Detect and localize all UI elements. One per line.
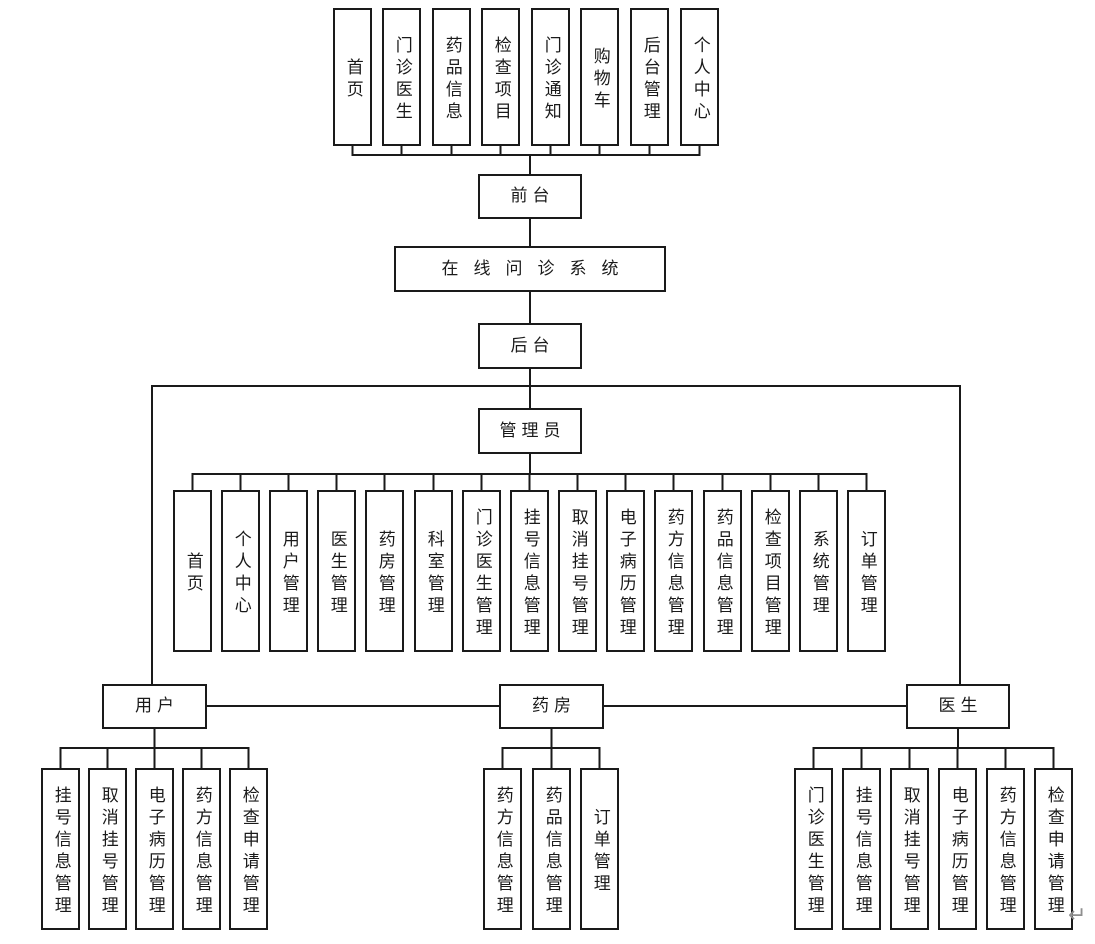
node-admin-check-item-management: 检查项目管理: [751, 490, 790, 652]
node-back: 后台: [478, 323, 582, 369]
node-label: 用户: [135, 696, 179, 717]
node-label: 检查项目管理: [760, 507, 781, 640]
node-label: 科室管理: [423, 529, 444, 618]
node-label: 后台管理: [639, 35, 660, 124]
node-label: 管理员: [499, 420, 566, 441]
node-front-shopping-cart: 购物车: [580, 8, 619, 146]
node-label: 门诊通知: [540, 35, 561, 124]
node-label: 检查项目: [490, 35, 511, 124]
node-label: 订单管理: [589, 807, 610, 896]
node-label: 药方信息管理: [663, 507, 684, 640]
node-label: 医生: [938, 696, 983, 717]
node-front-check-item: 检查项目: [481, 8, 520, 146]
node-label: 订单管理: [856, 529, 877, 618]
node-user-cancel-registration-management: 取消挂号管理: [88, 768, 127, 930]
node-system-root: 在线问诊系统: [394, 246, 666, 292]
node-label: 个人中心: [230, 529, 251, 618]
node-doctor-prescription-info-management: 药方信息管理: [986, 768, 1025, 930]
node-doctor-emr-management: 电子病历管理: [938, 768, 977, 930]
node-user-check-apply-management: 检查申请管理: [229, 768, 268, 930]
node-label: 后台: [510, 335, 555, 356]
node-admin-drug-info-management: 药品信息管理: [703, 490, 742, 652]
node-doctor-cancel-registration-management: 取消挂号管理: [890, 768, 929, 930]
node-pharmacy-drug-info-management: 药品信息管理: [532, 768, 571, 930]
node-label: 挂号信息管理: [50, 785, 71, 918]
node-user-prescription-info-management: 药方信息管理: [182, 768, 221, 930]
node-front-backend-management: 后台管理: [630, 8, 669, 146]
node-pharmacy-order-management: 订单管理: [580, 768, 619, 930]
node-label: 门诊医生管理: [471, 507, 492, 640]
node-label: 取消挂号管理: [899, 785, 920, 918]
node-label: 门诊医生管理: [803, 785, 824, 918]
node-admin: 管理员: [478, 408, 582, 454]
node-label: 首页: [182, 551, 203, 596]
node-label: 检查申请管理: [238, 785, 259, 918]
node-user-emr-management: 电子病历管理: [135, 768, 174, 930]
node-user-registration-info-management: 挂号信息管理: [41, 768, 80, 930]
node-admin-user-management: 用户管理: [269, 490, 308, 652]
node-admin-registration-info-management: 挂号信息管理: [510, 490, 549, 652]
node-label: 药品信息管理: [541, 785, 562, 918]
node-admin-department-management: 科室管理: [414, 490, 453, 652]
node-label: 取消挂号管理: [97, 785, 118, 918]
node-doctor-registration-info-management: 挂号信息管理: [842, 768, 881, 930]
node-front-home: 首页: [333, 8, 372, 146]
node-front-drug-info: 药品信息: [432, 8, 471, 146]
node-label: 电子病历管理: [615, 507, 636, 640]
node-doctor-check-apply-management: 检查申请管理: [1034, 768, 1073, 930]
node-label: 取消挂号管理: [567, 507, 588, 640]
node-label: 门诊医生: [391, 35, 412, 124]
node-label: 药房管理: [374, 529, 395, 618]
node-front-personal-center: 个人中心: [680, 8, 719, 146]
node-role-pharmacy: 药房: [499, 684, 604, 729]
node-label: 药方信息管理: [995, 785, 1016, 918]
node-label: 前台: [510, 186, 555, 207]
node-label: 电子病历管理: [144, 785, 165, 918]
node-admin-pharmacy-management: 药房管理: [365, 490, 404, 652]
node-admin-personal-center: 个人中心: [221, 490, 260, 652]
node-label: 购物车: [589, 46, 610, 113]
node-admin-order-management: 订单管理: [847, 490, 886, 652]
node-label: 在线问诊系统: [441, 258, 634, 279]
node-label: 药品信息: [441, 35, 462, 124]
node-label: 检查申请管理: [1043, 785, 1064, 918]
node-admin-cancel-registration-management: 取消挂号管理: [558, 490, 597, 652]
node-admin-home: 首页: [173, 490, 212, 652]
node-label: 医生管理: [326, 529, 347, 618]
node-label: 药方信息管理: [191, 785, 212, 918]
node-role-doctor: 医生: [906, 684, 1010, 729]
node-label: 挂号信息管理: [519, 507, 540, 640]
node-front-clinic-notice: 门诊通知: [531, 8, 570, 146]
node-label: 药房: [532, 696, 576, 717]
node-label: 用户管理: [278, 529, 299, 618]
node-label: 个人中心: [689, 35, 710, 124]
node-front-outpatient-doctor: 门诊医生: [382, 8, 421, 146]
node-label: 系统管理: [808, 529, 829, 618]
node-label: 挂号信息管理: [851, 785, 872, 918]
node-admin-prescription-info-management: 药方信息管理: [654, 490, 693, 652]
node-pharmacy-prescription-info-management: 药方信息管理: [483, 768, 522, 930]
node-doctor-outpatient-doctor-management: 门诊医生管理: [794, 768, 833, 930]
node-label: 电子病历管理: [947, 785, 968, 918]
node-admin-outpatient-doctor-management: 门诊医生管理: [462, 490, 501, 652]
node-admin-system-management: 系统管理: [799, 490, 838, 652]
node-label: 药方信息管理: [492, 785, 513, 918]
node-admin-doctor-management: 医生管理: [317, 490, 356, 652]
node-front: 前台: [478, 174, 582, 219]
paragraph-return-mark: ↵: [1068, 903, 1087, 928]
node-label: 药品信息管理: [712, 507, 733, 640]
node-label: 首页: [342, 57, 363, 102]
node-admin-emr-management: 电子病历管理: [606, 490, 645, 652]
node-role-user: 用户: [102, 684, 207, 729]
